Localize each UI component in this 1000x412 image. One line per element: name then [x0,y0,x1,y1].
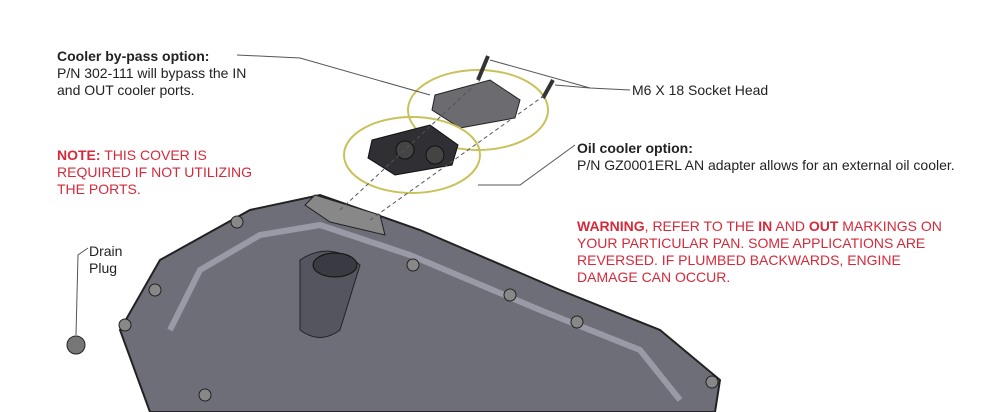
oil-cooler-title: Oil cooler option: [577,140,693,156]
note-label: NOTE: [57,147,101,163]
oil-pan [118,193,722,412]
oil-cooler-callout: Oil cooler option: P/N GZ0001ERL AN adap… [577,140,967,174]
note-text: THIS COVER IS REQUIRED IF NOT UTILIZING … [57,147,252,197]
bolt [476,55,490,81]
oil-cooler-body: P/N GZ0001ERL AN adapter allows for an e… [577,157,955,173]
bypass-title: Cooler by-pass option: [57,48,210,64]
warning-label: WARNING [577,218,645,234]
bolt-label: M6 X 18 Socket Head [632,82,769,98]
warning-part: MARKINGS ON YOUR PARTICULAR PAN. SOME AP… [577,218,942,285]
bolt [541,79,555,99]
drain-plug-label: Drain Plug [89,243,123,276]
drain-plug [66,335,86,355]
bypass-note: NOTE: THIS COVER IS REQUIRED IF NOT UTIL… [57,147,257,198]
bypass-cover [431,79,521,129]
warning-part: , REFER TO THE [644,218,759,234]
adapter-circle [343,116,481,194]
bypass-body: P/N 302-111 will bypass the IN and OUT c… [57,65,247,98]
warning-out: OUT [808,218,839,234]
warning-part: AND [772,218,809,234]
warning-in: IN [758,218,773,234]
bypass-cover-circle [407,69,549,151]
warning-text: WARNING, REFER TO THE IN AND OUT MARKING… [577,218,962,286]
bypass-callout: Cooler by-pass option: P/N 302-111 will … [57,48,257,99]
